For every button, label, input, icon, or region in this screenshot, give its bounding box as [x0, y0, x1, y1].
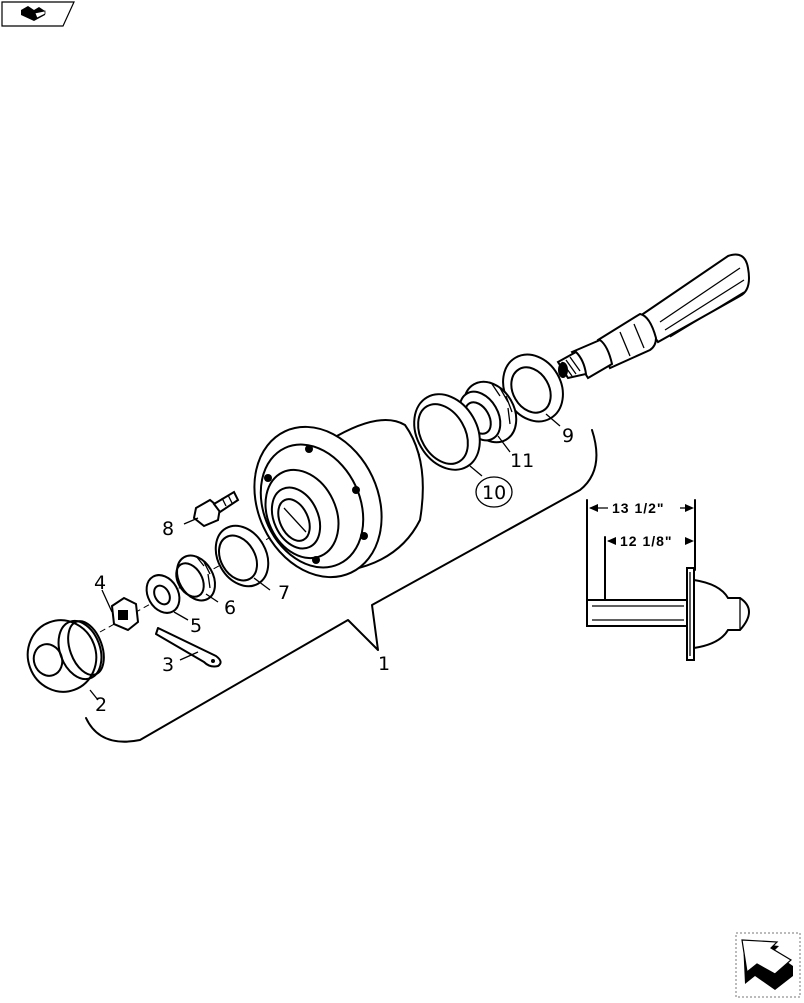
page-forward-arrow-icon [735, 932, 801, 998]
inner-bearing-cup-part[interactable] [401, 382, 493, 481]
page-back-arrow-icon [1, 1, 75, 27]
wheel-bolt-part[interactable] [192, 490, 240, 528]
callout-1: 1 [378, 653, 390, 675]
assembly-bracket [85, 429, 598, 743]
callout-2: 2 [95, 694, 107, 716]
callout-10: 10 [482, 482, 506, 504]
callout-9: 9 [562, 425, 574, 447]
dimension-inner-label: 12 1/8" [620, 533, 673, 549]
previous-page-button[interactable] [1, 1, 75, 27]
spindle-part[interactable] [556, 253, 750, 380]
callout-5: 5 [190, 615, 202, 637]
next-page-button[interactable] [735, 932, 801, 998]
castle-nut-part[interactable] [110, 596, 140, 632]
outer-bearing-cone-part[interactable] [169, 549, 222, 608]
dimension-inset: 13 1/2" 12 1/8" [586, 499, 750, 661]
leader-lines [89, 413, 561, 701]
dust-cap-part[interactable] [18, 611, 111, 702]
callout-10-circle [475, 476, 513, 508]
callout-7: 7 [278, 582, 290, 604]
outer-bearing-cup-part[interactable] [205, 516, 279, 595]
washer-part[interactable] [140, 569, 186, 619]
callout-3: 3 [162, 654, 174, 676]
cotter-pin-part[interactable] [155, 627, 222, 668]
callout-6: 6 [224, 597, 236, 619]
hub-part[interactable] [231, 406, 424, 598]
callout-4: 4 [94, 572, 106, 594]
callout-8: 8 [162, 518, 174, 540]
callout-11: 11 [510, 450, 534, 472]
dimension-overall-label: 13 1/2" [612, 500, 665, 516]
